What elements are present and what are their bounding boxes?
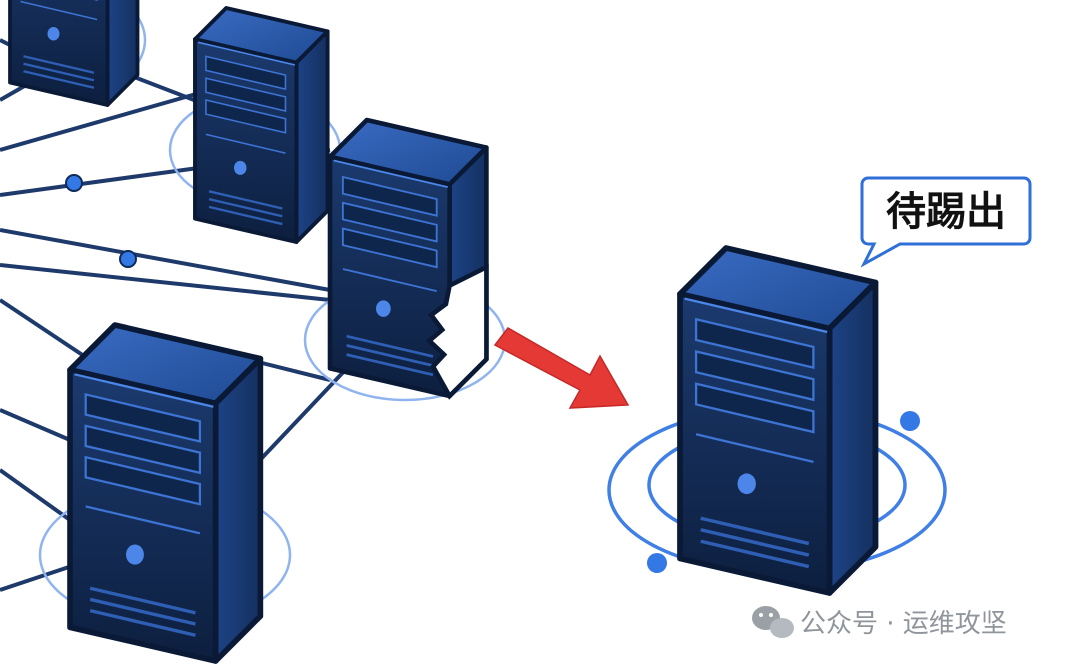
red-arrow-icon bbox=[493, 327, 630, 409]
server-icon bbox=[193, 6, 330, 244]
speech-bubble-icon: 待踢出 bbox=[860, 176, 1032, 268]
wechat-icon bbox=[752, 606, 794, 638]
watermark-text: 公众号 · 运维攻坚 bbox=[800, 609, 1007, 639]
watermark: 公众号 · 运维攻坚 bbox=[752, 606, 1007, 639]
damaged-server-icon bbox=[330, 120, 489, 400]
evicted-server-group bbox=[607, 248, 947, 593]
orbit-dot bbox=[647, 553, 667, 573]
orbit-dot bbox=[900, 411, 920, 431]
callout-label: 待踢出 bbox=[886, 189, 1006, 235]
link-dots bbox=[65, 174, 137, 268]
server-icon bbox=[680, 248, 876, 593]
server-icon bbox=[70, 325, 260, 661]
server-icon bbox=[8, 0, 140, 107]
